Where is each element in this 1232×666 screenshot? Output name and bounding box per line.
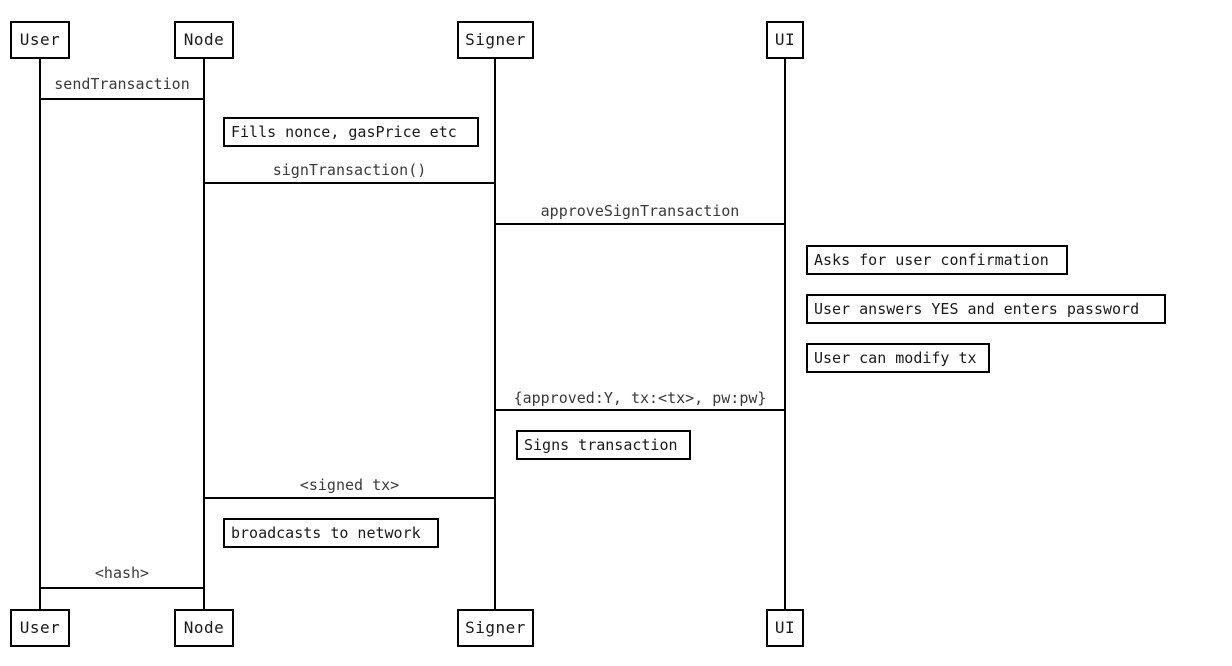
message-label-hash: <hash> [94, 564, 150, 582]
message-line-signed-tx [203, 497, 496, 499]
note-signs-transaction: Signs transaction [516, 430, 691, 460]
message-line-hash [39, 587, 205, 589]
message-label-sign-transaction: signTransaction() [272, 161, 427, 179]
note-user-answers-yes: User answers YES and enters password [806, 294, 1166, 324]
message-label-signed-tx: <signed tx> [299, 476, 400, 494]
actor-box-user-top[interactable]: User [10, 21, 70, 59]
message-label-send-transaction: sendTransaction [54, 75, 190, 93]
actor-box-user-bottom[interactable]: User [10, 609, 70, 647]
note-signs-transaction-text: Signs transaction [524, 435, 678, 454]
message-line-send-transaction [39, 98, 205, 100]
message-line-approve-sign-transaction [494, 223, 786, 225]
message-line-sign-transaction [203, 182, 496, 184]
actor-box-node-bottom[interactable]: Node [174, 609, 234, 647]
lifeline-ui [784, 59, 786, 609]
message-label-approve-sign-transaction: approveSignTransaction [540, 202, 740, 220]
actor-box-node-top[interactable]: Node [174, 21, 234, 59]
note-user-answers-yes-text: User answers YES and enters password [814, 299, 1140, 318]
note-broadcasts-to-network: broadcasts to network [223, 518, 439, 548]
lifeline-signer [494, 59, 496, 609]
lifeline-node [203, 59, 205, 609]
note-broadcasts-to-network-text: broadcasts to network [231, 523, 421, 542]
note-user-can-modify-tx-text: User can modify tx [814, 348, 977, 367]
lifeline-user [39, 59, 41, 609]
note-user-can-modify-tx: User can modify tx [806, 343, 990, 373]
note-asks-for-confirmation: Asks for user confirmation [806, 245, 1068, 275]
note-fills-nonce: Fills nonce, gasPrice etc [223, 117, 479, 147]
message-label-approved-response: {approved:Y, tx:<tx>, pw:pw} [513, 389, 767, 407]
note-fills-nonce-text: Fills nonce, gasPrice etc [231, 122, 457, 141]
actor-box-ui-top[interactable]: UI [766, 21, 804, 59]
actor-box-signer-bottom[interactable]: Signer [457, 609, 534, 647]
note-asks-for-confirmation-text: Asks for user confirmation [814, 250, 1049, 269]
message-line-approved-response [494, 409, 786, 411]
actor-box-signer-top[interactable]: Signer [457, 21, 534, 59]
actor-box-ui-bottom[interactable]: UI [766, 609, 804, 647]
